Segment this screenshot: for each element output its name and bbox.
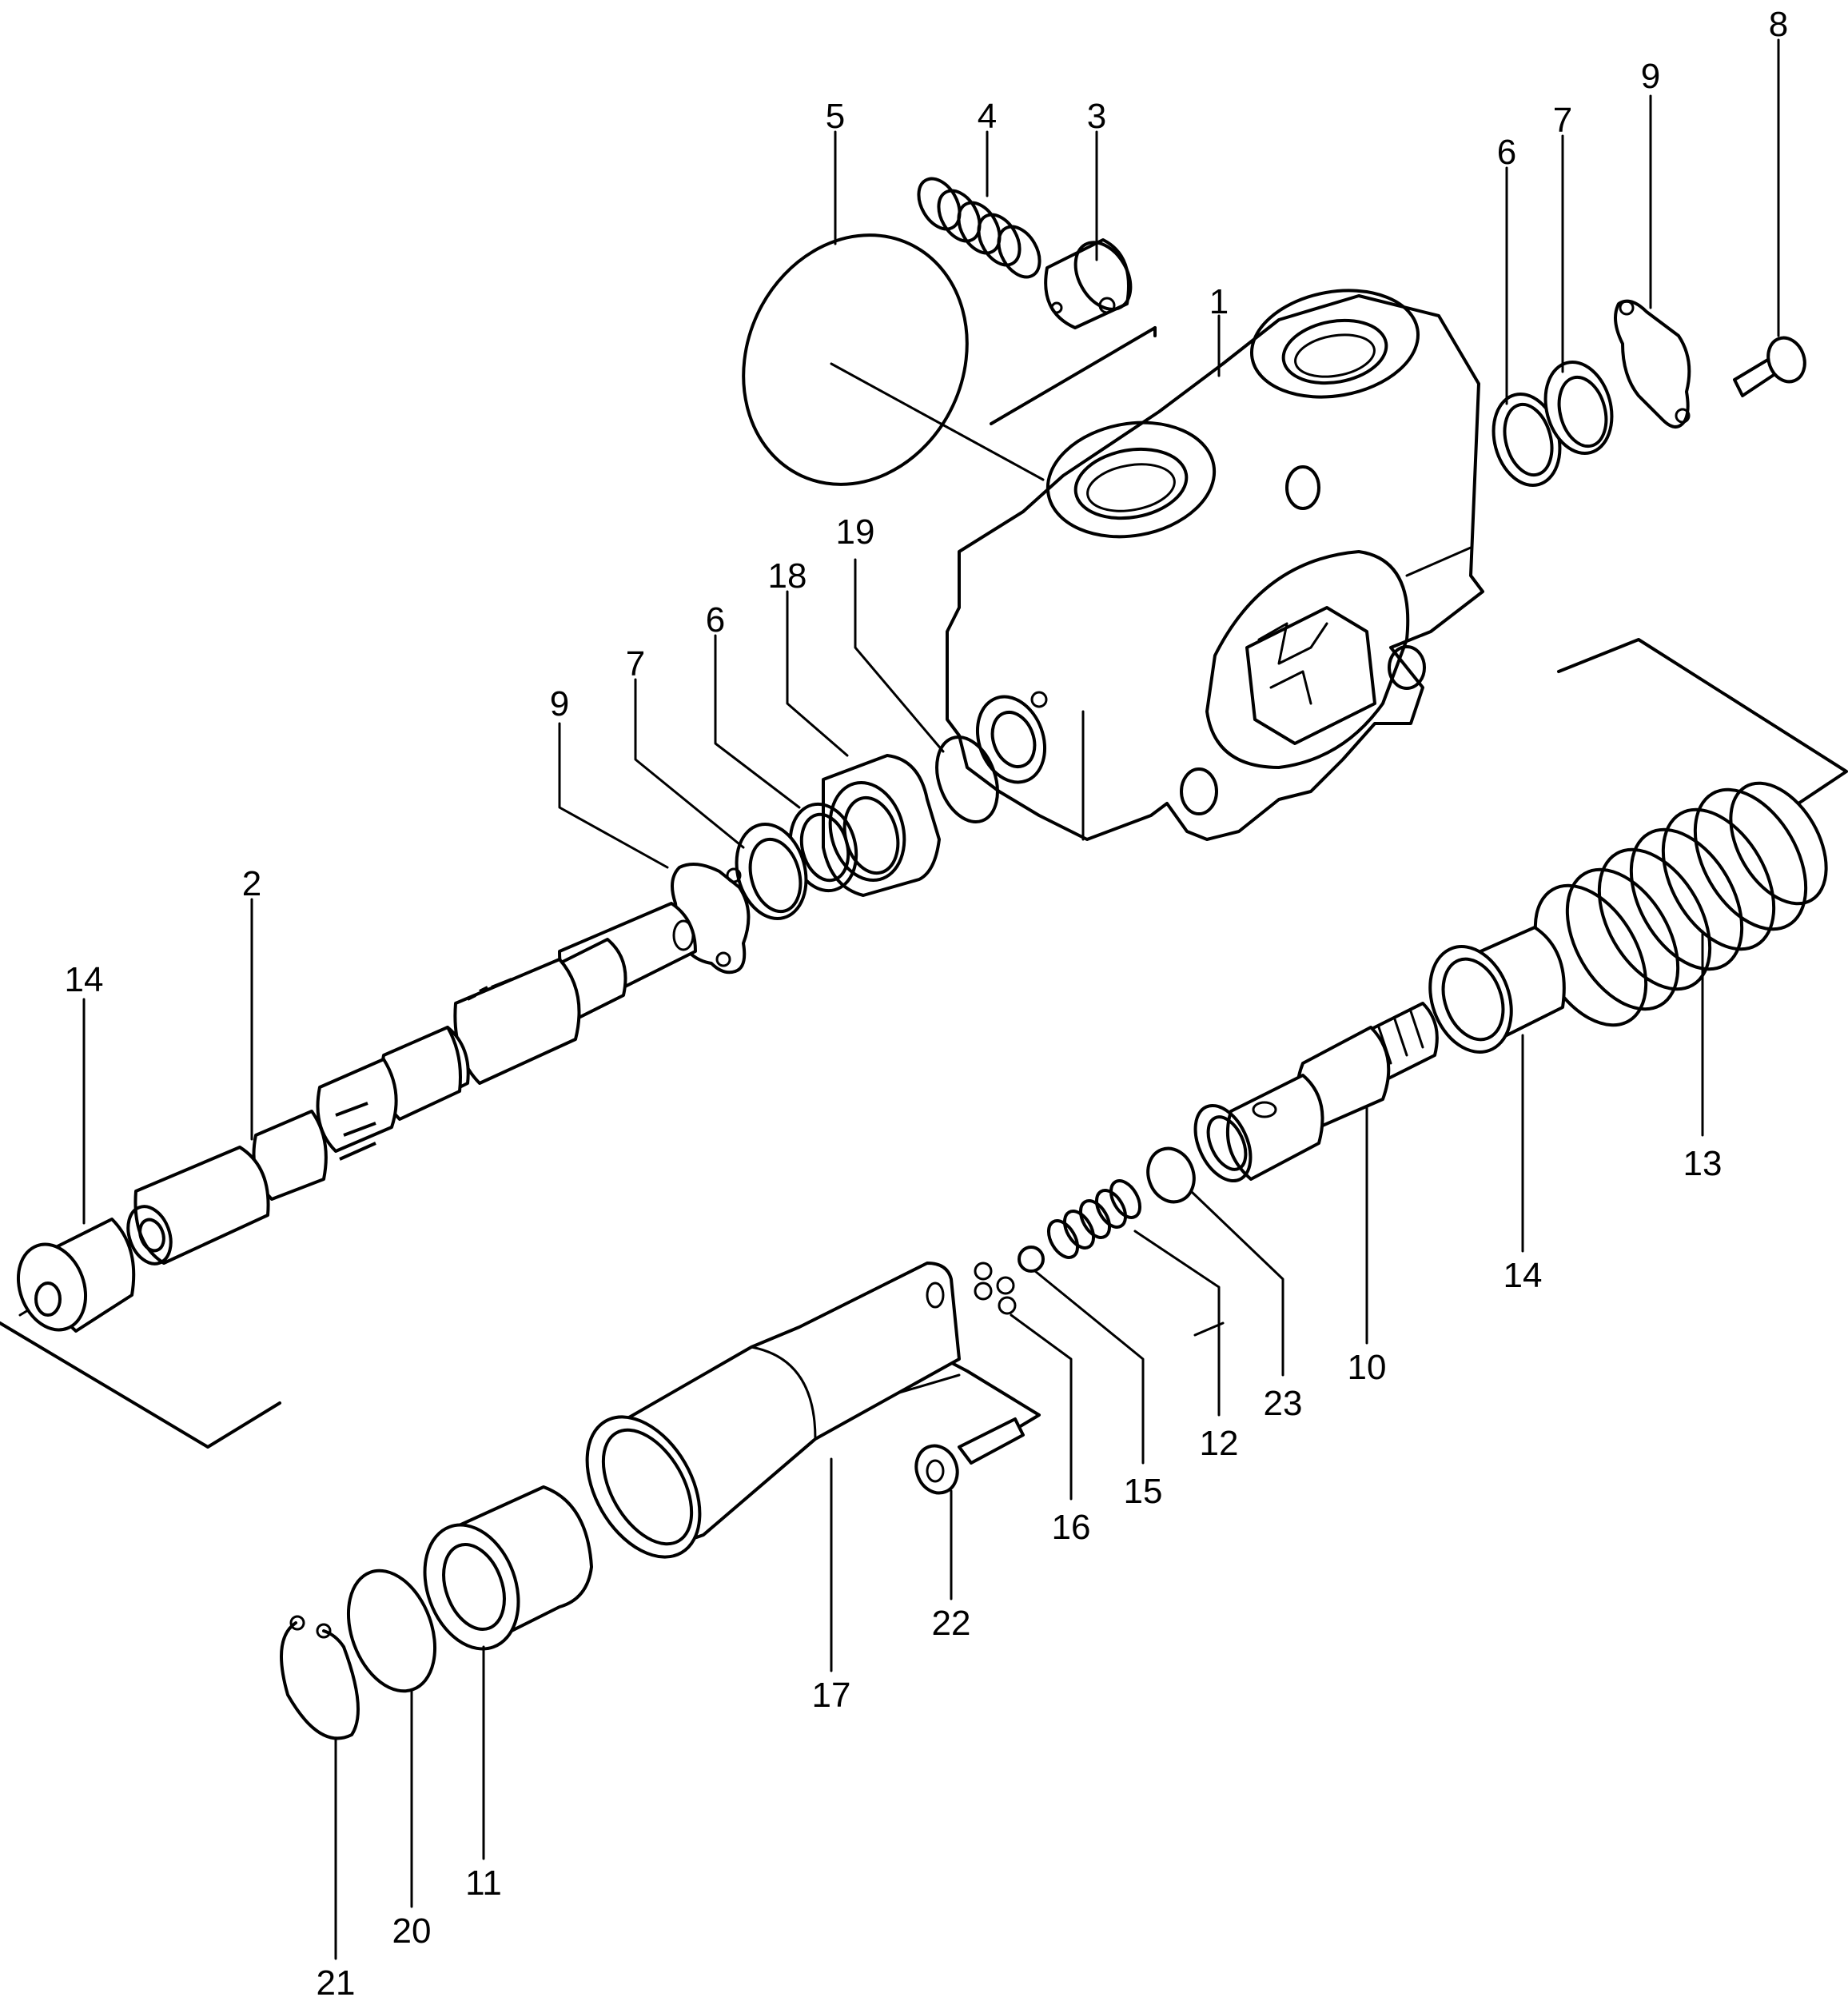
callout-6-right: 6 — [1497, 133, 1516, 172]
part-21-snap-ring — [280, 1615, 360, 1740]
callout-6-left: 6 — [706, 600, 725, 640]
part-2-spool — [126, 902, 697, 1266]
part-4-spring — [917, 177, 1041, 279]
callout-11: 11 — [465, 1863, 502, 1903]
part-19-seal — [935, 735, 999, 824]
callout-9-left: 9 — [550, 684, 569, 723]
part-14-cap-left — [16, 1218, 136, 1333]
callout-2: 2 — [242, 864, 261, 903]
callout-21: 21 — [317, 1963, 356, 2001]
callout-4: 4 — [978, 97, 997, 136]
callout-7-right: 7 — [1553, 101, 1572, 140]
part-5-gasket — [742, 233, 969, 486]
part-7-bushing-right — [1543, 361, 1614, 455]
callout-13: 13 — [1683, 1144, 1723, 1183]
callout-3: 3 — [1087, 97, 1106, 136]
callout-labels: 1 2 3 4 5 6 6 7 7 8 9 9 10 11 12 13 14 1… — [65, 5, 1789, 2001]
part-13-spring-boot — [1533, 781, 1828, 1027]
callout-14-left: 14 — [65, 960, 104, 999]
part-23-ball — [1146, 1146, 1196, 1204]
part-10-spool-end — [1193, 1002, 1439, 1183]
part-15-ball — [1018, 1246, 1045, 1273]
part-3-piston — [1044, 238, 1133, 329]
callout-14-right: 14 — [1503, 1256, 1543, 1295]
part-14-bushing-right — [1428, 926, 1566, 1054]
callout-20: 20 — [392, 1911, 432, 1951]
part-22-screw — [914, 1417, 1025, 1495]
callout-10: 10 — [1348, 1348, 1387, 1387]
callout-17: 17 — [812, 1676, 851, 1715]
callout-22: 22 — [932, 1604, 971, 1643]
part-17-housing — [585, 1262, 961, 1559]
callout-18: 18 — [768, 556, 807, 596]
callout-5: 5 — [826, 97, 845, 136]
callout-19: 19 — [836, 512, 875, 552]
part-12-spring — [1046, 1179, 1142, 1259]
callout-12: 12 — [1200, 1424, 1239, 1463]
part-18-flange — [822, 754, 941, 897]
callout-15: 15 — [1124, 1472, 1163, 1511]
part-1-valve-body — [946, 289, 1484, 841]
callout-1: 1 — [1209, 282, 1229, 321]
part-9-plate-right — [1614, 299, 1691, 429]
callout-16: 16 — [1052, 1508, 1091, 1547]
part-20-plug — [346, 1569, 437, 1693]
callout-7-left: 7 — [626, 644, 645, 684]
callout-9-right: 9 — [1641, 57, 1660, 96]
callout-23: 23 — [1264, 1384, 1303, 1423]
leader-lines — [82, 38, 1780, 1960]
callout-8: 8 — [1769, 5, 1788, 44]
part-16-balls — [974, 1262, 1017, 1315]
part-11-sleeve — [423, 1485, 593, 1651]
part-8-bolt — [1733, 336, 1806, 397]
